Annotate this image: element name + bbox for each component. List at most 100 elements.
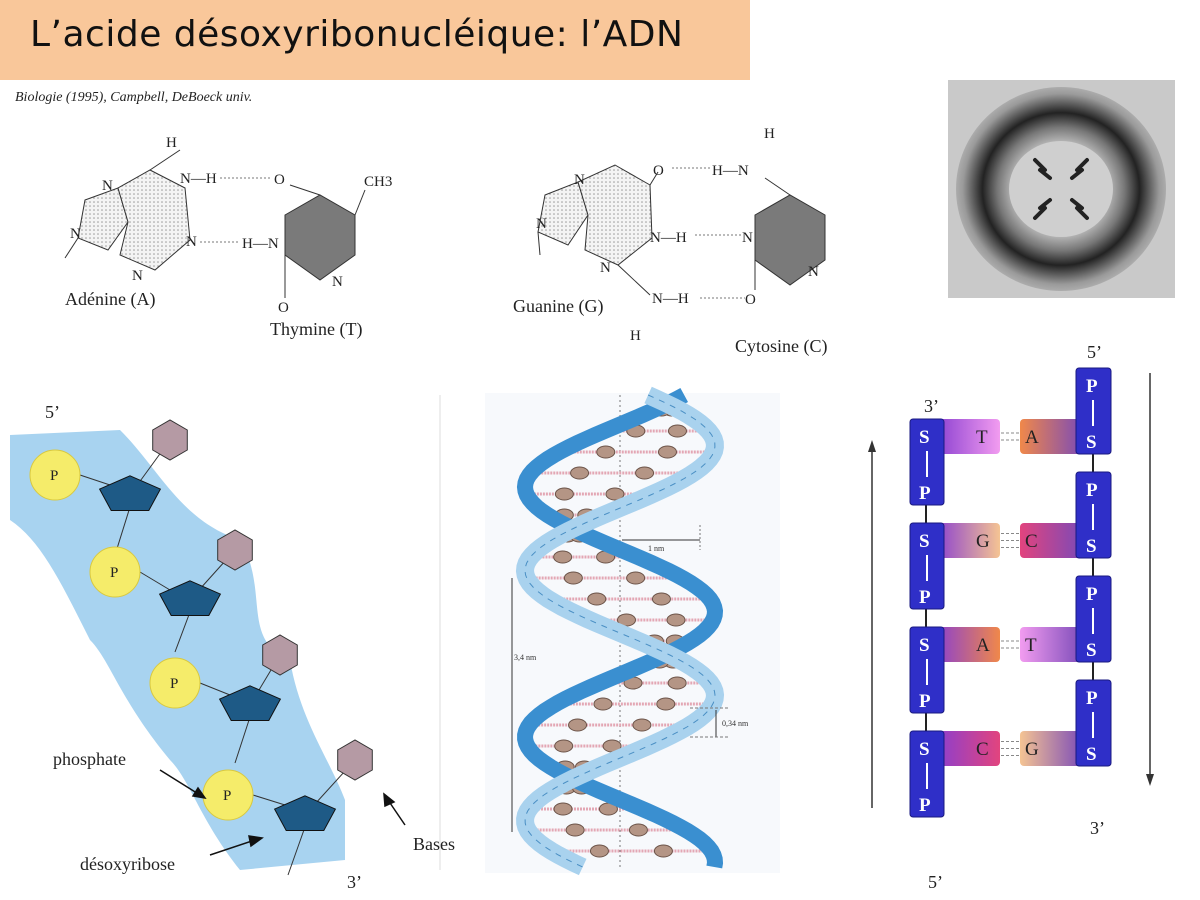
base-ring: [152, 419, 188, 461]
base: [553, 550, 573, 564]
phosphate-arrow: [159, 769, 201, 796]
base: [587, 592, 607, 606]
base: [596, 445, 616, 459]
ester-bond: [252, 794, 286, 806]
base-letter-right: A: [1025, 427, 1039, 448]
base: [628, 823, 648, 837]
deoxyribose-ring: [218, 685, 282, 721]
sugar-label: S: [919, 635, 930, 656]
atom-label: N: [102, 178, 113, 194]
thymine-label: Thymine (T): [270, 319, 362, 340]
adenine-hexagon: [117, 169, 191, 271]
left-strand-5prime: 5’: [928, 872, 943, 892]
phosphate-group: [29, 449, 81, 501]
base: [570, 466, 590, 480]
deoxyribose-arrow: [209, 839, 256, 856]
phosphate-label: P: [1086, 480, 1098, 501]
sugar-label: S: [919, 739, 930, 760]
base-letter-left: A: [976, 635, 990, 656]
left-strand-3prime: 3’: [924, 396, 939, 416]
backbone-bond: [287, 826, 306, 876]
ester-bond: [139, 571, 171, 591]
sugar-label: S: [1086, 744, 1097, 765]
deoxyribose-ring: [273, 795, 337, 831]
base-letter-left: C: [976, 739, 989, 760]
base-block-G: [935, 523, 1000, 558]
base: [554, 739, 574, 753]
adenine-thymine-pair: H N—H N N N N H—N O CH3 O N Adénine (A) …: [64, 135, 392, 340]
base-letter-left: T: [976, 427, 988, 448]
right-strand-5prime: 5’: [1087, 342, 1102, 362]
base: [667, 676, 687, 690]
atom-label: N: [600, 260, 611, 276]
atom-label: N: [332, 274, 343, 290]
pitch-label: 3,4 nm: [514, 653, 537, 662]
base-block-T: [1020, 627, 1084, 662]
ester-bond: [79, 474, 111, 486]
sugar-label: S: [919, 531, 930, 552]
base: [667, 424, 687, 438]
atom-label: H: [166, 135, 177, 151]
phosphate-label: phosphate: [53, 749, 126, 769]
base: [616, 613, 636, 627]
atom-label: N: [808, 264, 819, 280]
base-letter-left: G: [976, 531, 990, 552]
sugar-label: S: [1086, 536, 1097, 557]
helix-strand-back: [516, 387, 724, 869]
base: [626, 571, 646, 585]
atom-label: N—H: [180, 171, 217, 187]
guanine-hexagon: [577, 164, 653, 266]
base: [632, 718, 652, 732]
rise-label: 0,34 nm: [722, 719, 749, 728]
guanine-cytosine-pair: N N N O N—H N—H H H H—N N O N Guanine (G…: [513, 126, 828, 357]
atom-label: H: [630, 328, 641, 344]
base: [593, 697, 613, 711]
citation: Biologie (1995), Campbell, DeBoeck univ.: [15, 90, 253, 105]
base-letter-right: C: [1025, 531, 1038, 552]
base: [666, 613, 686, 627]
right-strand-3prime: 3’: [1090, 818, 1105, 838]
base: [657, 445, 677, 459]
phosphate-symbol: P: [170, 676, 178, 692]
deoxyribose-ring: [98, 475, 162, 511]
base-block-G: [1020, 731, 1084, 766]
atom-label: N: [70, 226, 81, 242]
base-ring: [337, 739, 373, 781]
atom-label: H—N: [712, 163, 749, 179]
atom-label: N: [132, 268, 143, 284]
phosphate-label: P: [919, 691, 931, 712]
atom-label: O: [653, 163, 664, 179]
deoxyribose-label: désoxyribose: [80, 854, 175, 874]
adenine-pentagon: [77, 187, 129, 251]
base: [589, 844, 609, 858]
deoxyribose-ring: [158, 580, 222, 616]
base: [554, 487, 574, 501]
width-label: 1 nm: [648, 544, 665, 553]
base: [563, 571, 583, 585]
phosphate-label: P: [919, 795, 931, 816]
phosphate-label: P: [1086, 584, 1098, 605]
base-block-T: [935, 419, 1000, 454]
base: [653, 844, 673, 858]
phosphate-label: P: [919, 483, 931, 504]
base-block-C: [1020, 523, 1084, 558]
atom-label: O: [274, 172, 285, 188]
atom-label: N: [742, 230, 753, 246]
adenine-label: Adénine (A): [65, 289, 155, 310]
double-helix-diagram: 1 nm 3,4 nm 0,34 nm: [485, 386, 780, 876]
guanine-pentagon: [537, 181, 589, 246]
base: [568, 718, 588, 732]
base-block-A: [1020, 419, 1084, 454]
atom-label: N—H: [652, 291, 689, 307]
atom-label: N: [536, 216, 547, 232]
sugar-label: S: [1086, 640, 1097, 661]
guanine-label: Guanine (G): [513, 296, 603, 317]
five-prime-label: 5’: [45, 402, 60, 422]
atom-label: N: [574, 172, 585, 188]
atom-label: N: [186, 234, 197, 250]
backbone-bond: [234, 716, 251, 764]
atom-label: N—H: [650, 230, 687, 246]
